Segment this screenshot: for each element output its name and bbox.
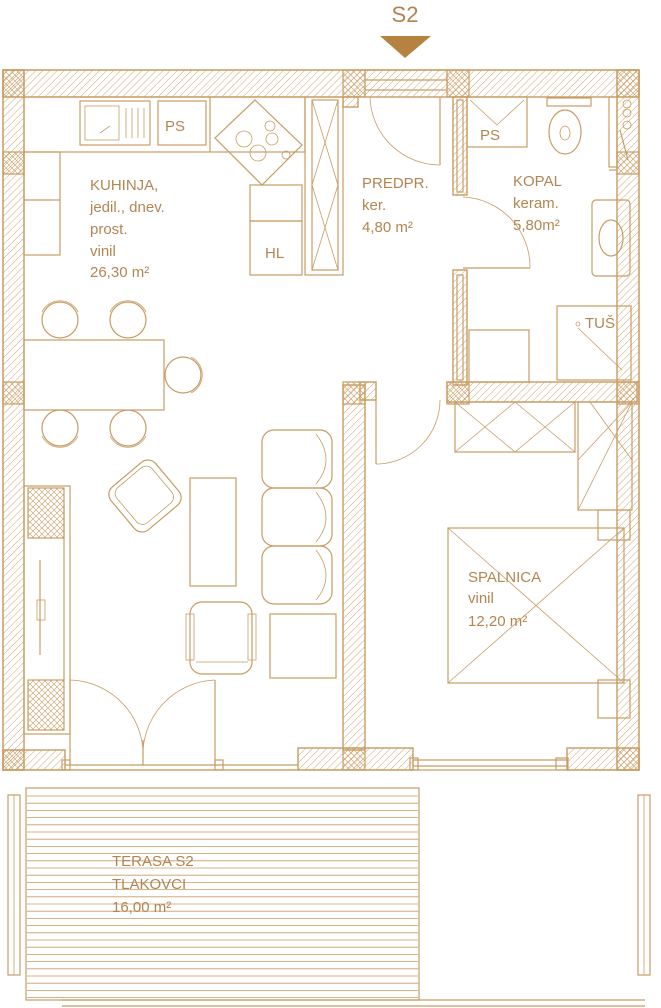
terrace bbox=[7, 787, 651, 1007]
bath-ps-label: PS bbox=[480, 127, 500, 144]
section-marker-arrow-icon bbox=[380, 36, 431, 58]
room-labels: KUHINJA, jedil., dnev. prost. vinil 26,3… bbox=[89, 173, 562, 916]
terrace-area: 16,00 m² bbox=[112, 899, 171, 916]
stove-icon bbox=[214, 99, 303, 186]
armchair bbox=[108, 459, 182, 533]
kitchen-sink bbox=[79, 100, 151, 146]
bedroom-furniture bbox=[447, 401, 633, 719]
tall-cabinet bbox=[304, 96, 344, 276]
section-marker-label: S2 bbox=[392, 2, 419, 27]
terrace-name: TERASA S2 bbox=[112, 853, 194, 870]
coffee-table bbox=[189, 477, 237, 587]
bedroom-name: SPALNICA bbox=[468, 569, 541, 586]
hall-area: 4,80 m² bbox=[362, 219, 413, 236]
hall-name: PREDPR. bbox=[362, 175, 429, 192]
section-marker: S2 bbox=[380, 2, 431, 58]
bedroom-floor: vinil bbox=[468, 590, 494, 607]
washbasin-icon bbox=[591, 199, 631, 277]
side-table bbox=[269, 613, 337, 679]
toilet-icon bbox=[548, 109, 582, 155]
bathroom-door bbox=[462, 196, 531, 269]
bedroom-window bbox=[409, 757, 569, 771]
bathroom-fixtures: PS TUŠ bbox=[466, 96, 632, 383]
bath-name: KOPAL bbox=[513, 173, 562, 190]
bed bbox=[447, 527, 625, 684]
kitchen-floor: vinil bbox=[90, 243, 116, 260]
living-furniture bbox=[108, 429, 337, 679]
living-wardrobe bbox=[23, 485, 71, 735]
exterior-walls bbox=[2, 69, 640, 771]
interior-walls bbox=[342, 96, 638, 751]
hall-floor: ker. bbox=[362, 197, 386, 214]
shower-tray bbox=[556, 305, 632, 381]
terrace-floor: TLAKOVCI bbox=[112, 876, 186, 893]
dining-set bbox=[23, 300, 203, 448]
kitchen-name: KUHINJA, bbox=[90, 177, 158, 194]
sofa-seat-3 bbox=[261, 545, 333, 605]
kitchen-desc-1: jedil., dnev. bbox=[89, 199, 165, 216]
kitchen-ps-label: PS bbox=[165, 118, 185, 135]
sofa-seat-2 bbox=[261, 487, 333, 547]
entrance-door bbox=[364, 69, 448, 166]
bedroom-door bbox=[375, 399, 441, 465]
bath-area: 5,80m² bbox=[513, 217, 560, 234]
bedroom-area: 12,20 m² bbox=[468, 613, 527, 630]
hl-label: HL bbox=[265, 245, 284, 262]
kitchen-desc-2: prost. bbox=[90, 221, 128, 238]
shower-label: TUŠ bbox=[585, 315, 615, 332]
desk-chair bbox=[189, 601, 253, 675]
bath-floor: keram. bbox=[513, 195, 559, 212]
kitchen-area: 26,30 m² bbox=[90, 264, 149, 281]
dining-table bbox=[23, 339, 165, 411]
kitchen-counter: PS HL bbox=[23, 96, 306, 276]
terrace-door bbox=[61, 679, 298, 771]
sofa-seat-1 bbox=[261, 429, 333, 489]
